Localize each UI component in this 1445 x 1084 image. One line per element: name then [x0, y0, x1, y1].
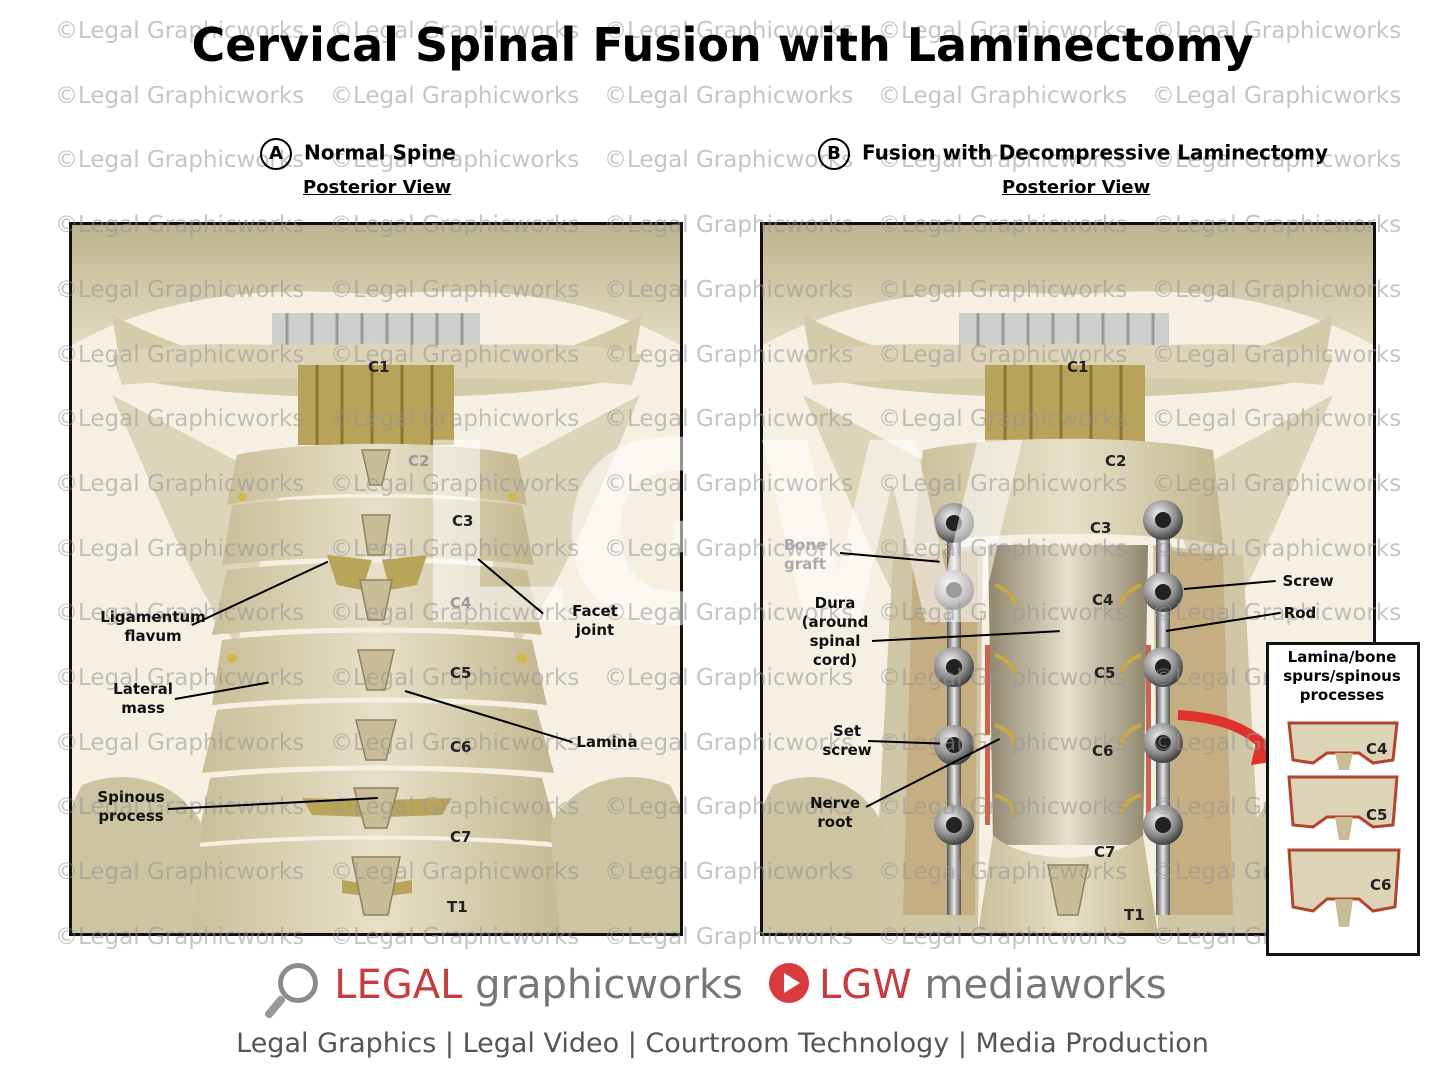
panel-b-vertebra-c1: C1 [1067, 358, 1089, 376]
play-icon [768, 963, 809, 1003]
panel-a-letter: A [260, 138, 292, 170]
brand-mediaworks: mediaworks [911, 962, 1167, 1008]
panel-a-vertebra-t1: T1 [447, 898, 468, 916]
inset-box [1266, 642, 1420, 956]
fusion-spine-drawing [763, 225, 1373, 933]
inset-title: Lamina/bone spurs/spinous processes [1283, 648, 1401, 704]
panel-a-vertebra-c4: C4 [450, 594, 472, 612]
panel-a-vertebra-c6: C6 [450, 738, 472, 756]
label-nerve-root: Nerve root [809, 794, 861, 831]
watermark-text: ©Legal Graphicworks [55, 82, 305, 109]
panel-b-vertebra-c2: C2 [1105, 452, 1127, 470]
panel-a-vertebra-c2: C2 [408, 452, 430, 470]
panel-b-vertebra-c7: C7 [1094, 843, 1116, 861]
page-title: Cervical Spinal Fusion with Laminectomy [191, 18, 1254, 72]
panel-b-vertebra-c6: C6 [1092, 742, 1114, 760]
panel-a-vertebra-c5: C5 [450, 664, 472, 682]
inset-label-c4: C4 [1366, 740, 1388, 758]
panel-a-heading-text: Normal Spine [304, 140, 456, 165]
panel-b-vertebra-c4: C4 [1092, 591, 1114, 609]
watermark-text: ©Legal Graphicworks [604, 147, 854, 174]
lgw-watermark-logo: LGW [410, 390, 1030, 681]
panel-b-vertebra-c3: C3 [1090, 519, 1112, 537]
panel-a-heading: A Normal Spine [260, 138, 456, 170]
panel-a-subheading: Posterior View [303, 177, 452, 198]
brand-lgw: LGW [818, 962, 912, 1008]
inset-label-c5: C5 [1366, 806, 1388, 824]
panel-b-heading-text: Fusion with Decompressive Laminectomy [862, 140, 1329, 165]
label-lateral-mass: Lateral mass [113, 680, 173, 717]
panel-b-illustration [760, 222, 1376, 936]
label-screw: Screw [1282, 572, 1334, 590]
footer-brand: LEGAL graphicworks LGW mediaworks [0, 962, 1445, 1008]
label-set-screw: Set screw [822, 722, 872, 759]
watermark-text: ©Legal Graphicworks [878, 82, 1128, 109]
brand-graphicworks: graphicworks [462, 962, 743, 1008]
normal-spine-drawing [72, 225, 680, 933]
panel-a-vertebra-c7: C7 [450, 828, 472, 846]
inset-label-c6: C6 [1370, 876, 1392, 894]
panel-b-letter: B [818, 138, 850, 170]
label-lamina: Lamina [576, 733, 638, 751]
panel-b-vertebra-t1: T1 [1124, 906, 1145, 924]
label-facet-joint: Facet joint [572, 602, 618, 639]
watermark-text: ©Legal Graphicworks [604, 82, 854, 109]
watermark-text: ©Legal Graphicworks [1152, 82, 1402, 109]
panel-a-illustration [69, 222, 683, 936]
panel-b-vertebra-c5: C5 [1094, 664, 1116, 682]
footer-tagline: Legal Graphics | Legal Video | Courtroom… [236, 1028, 1209, 1059]
panel-a-vertebra-c3: C3 [452, 512, 474, 530]
label-dura: Dura (around spinal cord) [801, 594, 869, 669]
panel-b-heading: B Fusion with Decompressive Laminectomy [818, 138, 1328, 170]
panel-b-subheading: Posterior View [1002, 177, 1151, 198]
label-spinous-process: Spinous process [97, 788, 165, 825]
label-bone-graft: Bone graft [783, 536, 827, 573]
label-ligamentum-flavum: Ligamentum flavum [100, 608, 206, 645]
panel-a-vertebra-c1: C1 [368, 358, 390, 376]
watermark-text: ©Legal Graphicworks [330, 82, 580, 109]
brand-legal: LEGAL [334, 962, 463, 1008]
label-rod: Rod [1283, 604, 1317, 622]
magnifier-icon [278, 963, 319, 1003]
inset-drawing [1287, 721, 1401, 927]
